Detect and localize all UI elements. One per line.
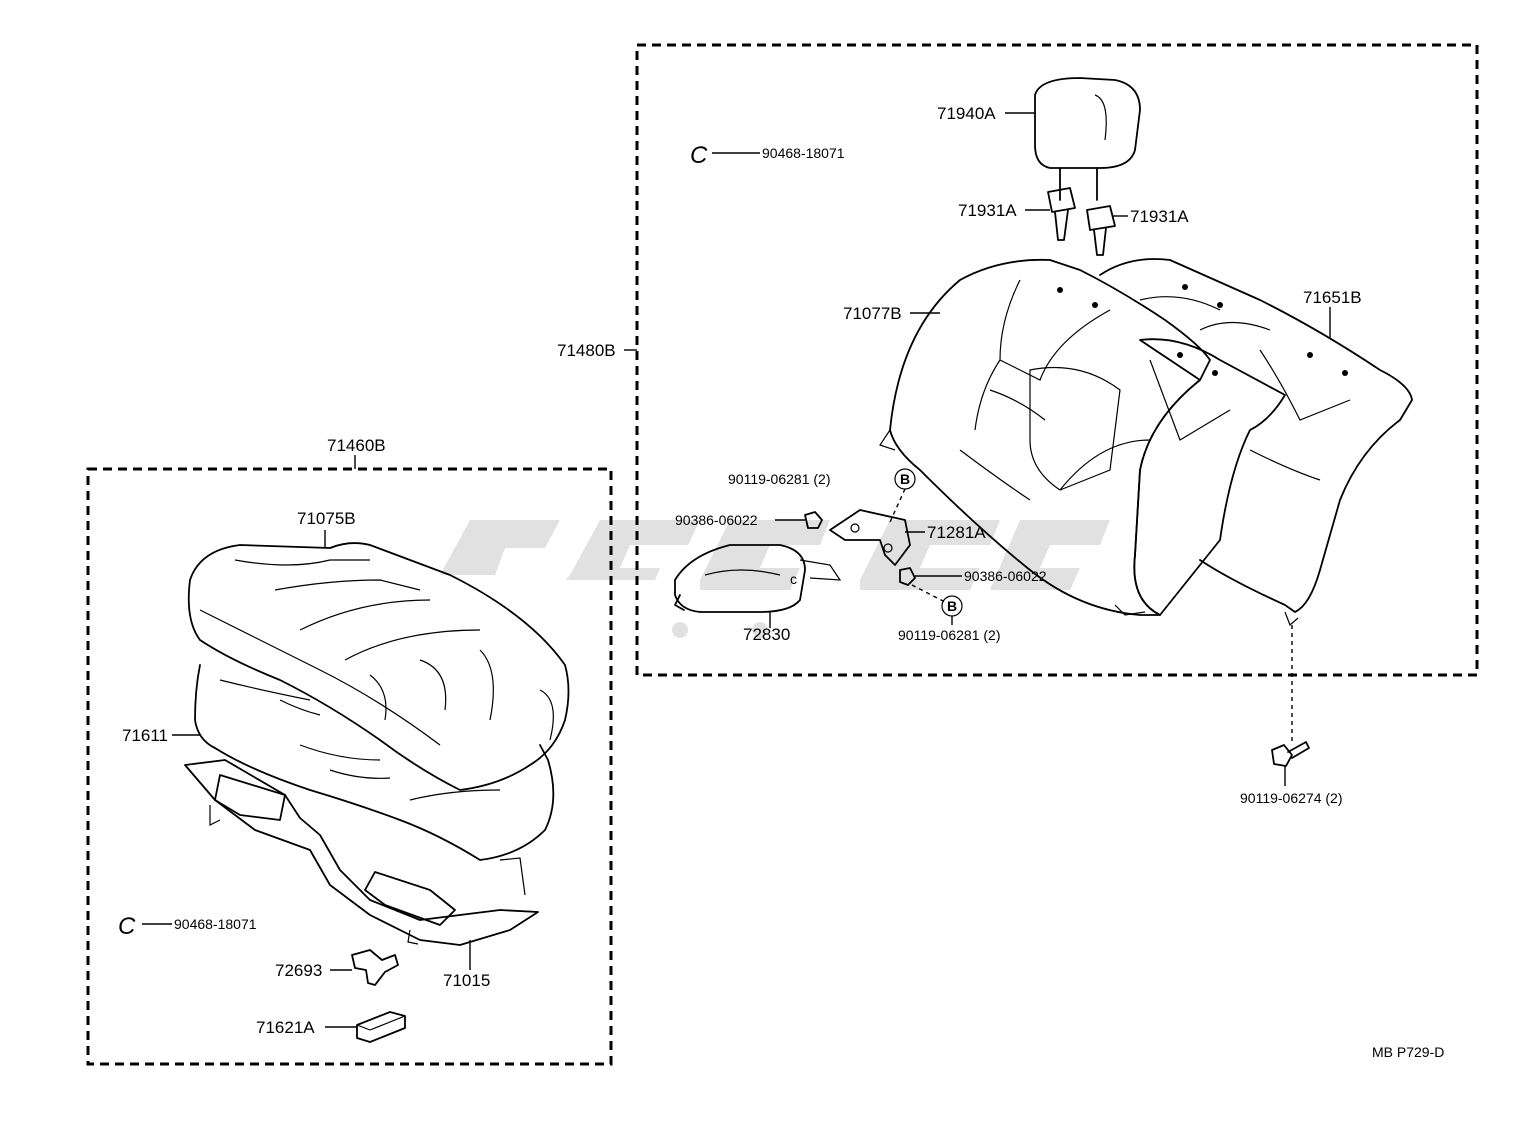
seat-frame-71015 (184, 759, 539, 946)
hook-72693 (351, 949, 399, 986)
headrest-support-left (1047, 187, 1076, 241)
svg-text:B: B (900, 471, 910, 487)
label-71281A: 71281A (927, 523, 986, 542)
label-90386-06022-right: 90386-06022 (964, 568, 1047, 584)
label-71075B: 71075B (297, 509, 356, 528)
nut-90386-06022-right (899, 567, 916, 586)
label-71480B: 71480B (557, 341, 616, 360)
armrest-72830: c (674, 544, 842, 613)
label-72830: 72830 (743, 625, 790, 644)
figure-code: MB P729-D (1372, 1044, 1444, 1060)
headrest-71940A (1034, 77, 1141, 201)
label-71940A: 71940A (937, 104, 996, 123)
nut-90386-06022-left (804, 511, 823, 529)
label-71931A-right: 71931A (1130, 207, 1189, 226)
seat-back-right-71651B (1099, 258, 1413, 627)
label-90119-06281-bottom: 90119-06281 (2) (898, 627, 1000, 643)
label-90119-06274: 90119-06274 (2) (1240, 790, 1342, 806)
ref-circle-b-top: B (894, 468, 916, 490)
clip-symbol-bottom: C (118, 913, 136, 940)
bolt-90119-06274 (1271, 741, 1310, 767)
label-90468-18071-bottom: 90468-18071 (174, 916, 257, 932)
label-71621A: 71621A (256, 1018, 315, 1037)
label-90468-18071-top: 90468-18071 (762, 145, 845, 161)
label-71077B: 71077B (843, 304, 902, 323)
label-71931A-left: 71931A (958, 201, 1017, 220)
label-90386-06022-left: 90386-06022 (675, 512, 758, 528)
headrest-support-right (1086, 205, 1116, 256)
seat-back-group-frame (635, 43, 1479, 677)
label-71015: 71015 (443, 971, 490, 990)
label-71460B: 71460B (327, 436, 386, 455)
label-71611: 71611 (122, 726, 168, 745)
armrest-c-mark: c (790, 571, 797, 587)
watermark-logo (440, 520, 1110, 638)
seat-cushion-cover-71075B (187, 542, 570, 791)
ref-circle-b-bottom: B (941, 595, 963, 617)
label-90119-06281-top: 90119-06281 (2) (728, 471, 830, 487)
svg-text:B: B (947, 598, 957, 614)
hinge-bracket-71281A (829, 509, 911, 566)
label-72693: 72693 (275, 961, 322, 980)
seat-cushion-group-frame (86, 467, 613, 1066)
clip-symbol-top: C (690, 142, 708, 169)
pad-71621A (356, 1011, 406, 1043)
label-71651B: 71651B (1303, 288, 1362, 307)
seat-cushion-pad-71611 (194, 664, 555, 861)
